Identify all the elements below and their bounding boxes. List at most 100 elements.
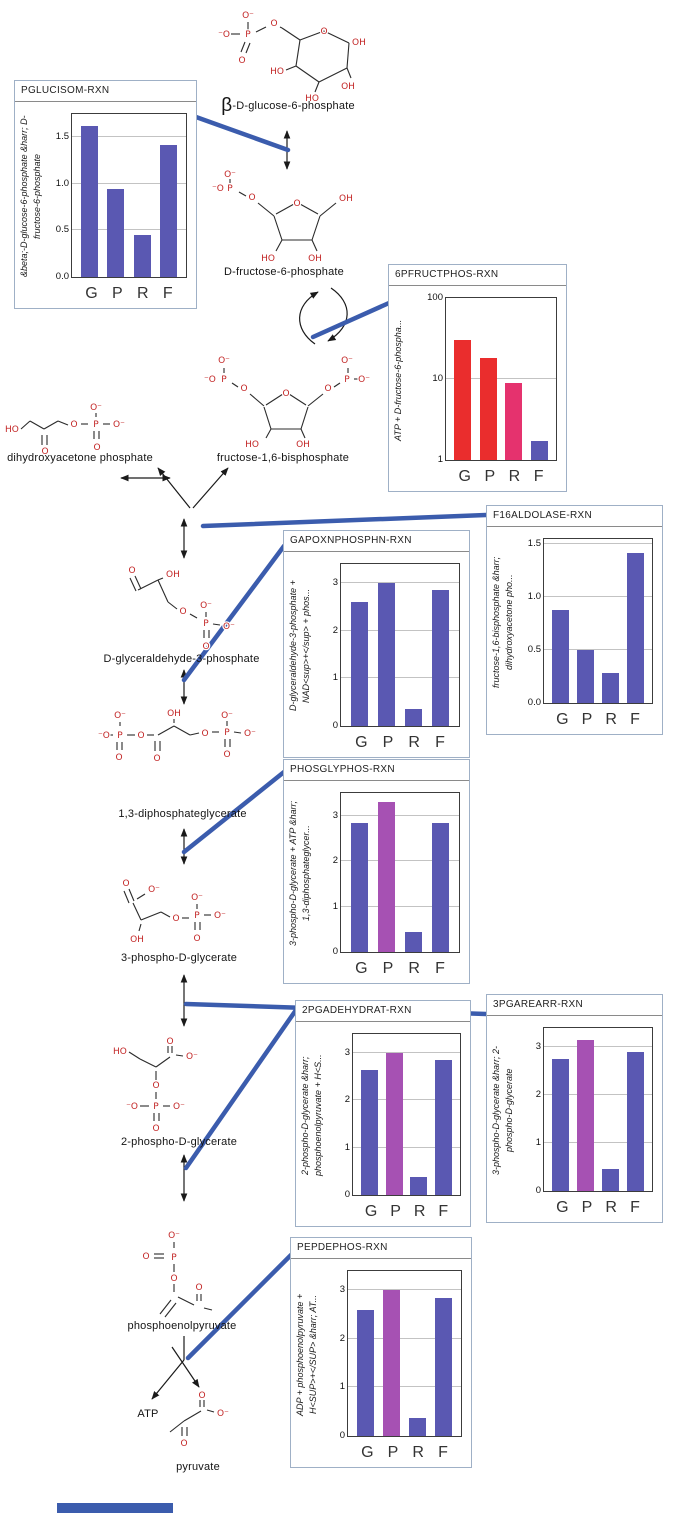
bar-P[interactable] — [378, 802, 395, 952]
bar-G[interactable] — [81, 126, 99, 277]
bar-R[interactable] — [602, 1169, 619, 1191]
atom-o-minus-icon: O⁻ — [244, 729, 256, 739]
bar-F[interactable] — [627, 1051, 644, 1191]
label-13-diphosphateglycerate[interactable]: 1,3-diphosphateglycerate — [118, 808, 247, 820]
bar-R[interactable] — [602, 673, 619, 703]
y-tick-label: 0 — [332, 946, 338, 957]
y-tick-label: 100 — [427, 292, 443, 303]
atom-o-minus-icon: O⁻ — [114, 711, 126, 721]
y-tick-label: 0 — [339, 1430, 345, 1441]
label-fructose-16-bisphosphate[interactable]: fructose-1,6-bisphosphate — [216, 452, 350, 464]
atom-o-minus-icon: O⁻ — [224, 170, 236, 180]
gridline — [341, 629, 459, 631]
x-category-label: P — [581, 711, 593, 728]
atom-ho-icon: HO — [261, 254, 275, 264]
bars-group — [348, 1271, 461, 1436]
bar-G[interactable] — [357, 1309, 374, 1436]
chart-title: 2PGADEHYDRAT-RXN — [296, 1001, 470, 1022]
structure-13-diphosphateglycerate: O⁻ P ⁻O O O O OH O P O⁻ O⁻ O — [97, 708, 258, 766]
bar-R[interactable] — [405, 709, 422, 726]
label-atp[interactable]: ATP — [137, 1408, 159, 1420]
y-tick-label: 0.0 — [55, 271, 69, 282]
bar-F[interactable] — [435, 1297, 452, 1436]
bar-G[interactable] — [351, 822, 368, 952]
bar-P[interactable] — [479, 358, 497, 460]
bar-F[interactable] — [432, 590, 449, 726]
chart-phosglyphos-rxn[interactable]: PHOSGLYPHOS-RXN 3-phospho-D-glycerate + … — [283, 759, 470, 984]
atom-oh-icon: OH — [308, 254, 322, 264]
label-2-phospho-d-glycerate[interactable]: 2-phospho-D-glycerate — [120, 1136, 238, 1148]
x-category-label: F — [630, 1199, 640, 1216]
atom-ho-icon: HO — [5, 425, 19, 435]
x-category-label: F — [438, 1203, 449, 1220]
bar-F[interactable] — [627, 552, 644, 703]
bar-F[interactable] — [432, 822, 449, 952]
y-tick-label: 0.5 — [527, 644, 541, 656]
bar-P[interactable] — [378, 583, 395, 726]
x-category-label: G — [355, 960, 368, 977]
gridline — [341, 814, 459, 816]
bar-R[interactable] — [133, 235, 151, 277]
bar-P[interactable] — [383, 1290, 400, 1436]
label-phosphoenolpyruvate[interactable]: phosphoenolpyruvate — [127, 1320, 237, 1332]
atom-o-minus-icon: O⁻ — [218, 356, 230, 366]
gridline — [348, 1386, 461, 1388]
chart-pepdephos-rxn[interactable]: PEPDEPHOS-RXN ADP + phosphoenolpyruvate … — [290, 1237, 472, 1468]
label-dihydroxyacetone-phosphate[interactable]: dihydroxyacetone phosphate — [7, 452, 153, 464]
bar-P[interactable] — [385, 1052, 403, 1195]
chart-2pgadehydrat-rxn[interactable]: 2PGADEHYDRAT-RXN 2-phospho-D-glycerate &… — [295, 1000, 471, 1227]
bar-P[interactable] — [577, 650, 594, 703]
chart-pglucisom-rxn[interactable]: PGLUCISOM-RXN &beta;-D-glucose-6-phospha… — [14, 80, 197, 309]
atom-o-icon: O — [248, 193, 255, 203]
bar-R[interactable] — [410, 1177, 428, 1195]
cropped-bottom-element — [57, 1503, 173, 1513]
chart-f16aldolase-rxn[interactable]: F16ALDOLASE-RXN fructose-1,6-bisphosphat… — [486, 505, 663, 735]
chart-y-axis-label: &beta;-D-glucose-6-phosphate &harr; D-fr… — [19, 115, 42, 278]
gridline — [341, 677, 459, 679]
label-beta-d-glucose-6-phosphate[interactable]: β-D-glucose-6-phosphate — [206, 96, 370, 115]
chart-title: GAPOXNPHOSPHN-RXN — [284, 531, 469, 552]
chart-title: PEPDEPHOS-RXN — [291, 1238, 471, 1259]
bar-G[interactable] — [360, 1069, 378, 1195]
chart-y-axis-label: ADP + phosphoenolpyruvate + H<SUP>+</SUP… — [295, 1293, 318, 1416]
bonds — [20, 413, 110, 445]
gridline — [353, 1146, 460, 1148]
bar-G[interactable] — [454, 340, 472, 460]
atom-o-icon: O — [128, 566, 135, 576]
bar-G[interactable] — [552, 1059, 569, 1191]
bar-P[interactable] — [577, 1040, 594, 1191]
atom-o-icon: O — [270, 19, 277, 29]
atom-p-icon: P — [153, 1102, 159, 1112]
y-tick-label: 1 — [339, 1381, 345, 1393]
structure-fructose-16-bisphosphate: O O P O⁻ ⁻O O P O⁻ O⁻ OH HO — [203, 355, 372, 452]
x-category-label: R — [408, 960, 420, 977]
chart-gapoxnphosphn-rxn[interactable]: GAPOXNPHOSPHN-RXN D-glyceraldehyde-3-pho… — [283, 530, 470, 758]
bar-R[interactable] — [405, 931, 422, 952]
bar-G[interactable] — [552, 609, 569, 703]
label-d-glyceraldehyde-3-phosphate[interactable]: D-glyceraldehyde-3-phosphate — [103, 653, 260, 665]
bar-R[interactable] — [505, 382, 523, 460]
atom-p-icon: P — [194, 911, 200, 921]
bar-F[interactable] — [159, 144, 177, 277]
label-pyruvate[interactable]: pyruvate — [176, 1461, 220, 1473]
bar-F[interactable] — [435, 1060, 453, 1195]
bar-R[interactable] — [409, 1417, 426, 1436]
chart-y-axis-label: D-glyceraldehyde-3-phosphate + NAD<sup>+… — [288, 580, 311, 712]
atom-o-icon: O — [240, 384, 247, 394]
chart-6pfructphos-rxn[interactable]: 6PFRUCTPHOS-RXN ATP + D-fructose-6-phosp… — [388, 264, 567, 492]
bar-G[interactable] — [351, 602, 368, 726]
chart-title: 6PFRUCTPHOS-RXN — [389, 265, 566, 286]
atom-o-icon: O — [320, 27, 327, 37]
label-d-fructose-6-phosphate[interactable]: D-fructose-6-phosphate — [224, 266, 344, 278]
bar-F[interactable] — [530, 441, 548, 460]
bar-P[interactable] — [107, 188, 125, 277]
x-category-label: F — [435, 734, 445, 751]
chart-3pgarearr-rxn[interactable]: 3PGAREARR-RXN 3-phospho-D-glycerate &har… — [486, 994, 663, 1223]
x-category-label: R — [605, 711, 617, 728]
label-3-phospho-d-glycerate[interactable]: 3-phospho-D-glycerate — [120, 952, 238, 964]
